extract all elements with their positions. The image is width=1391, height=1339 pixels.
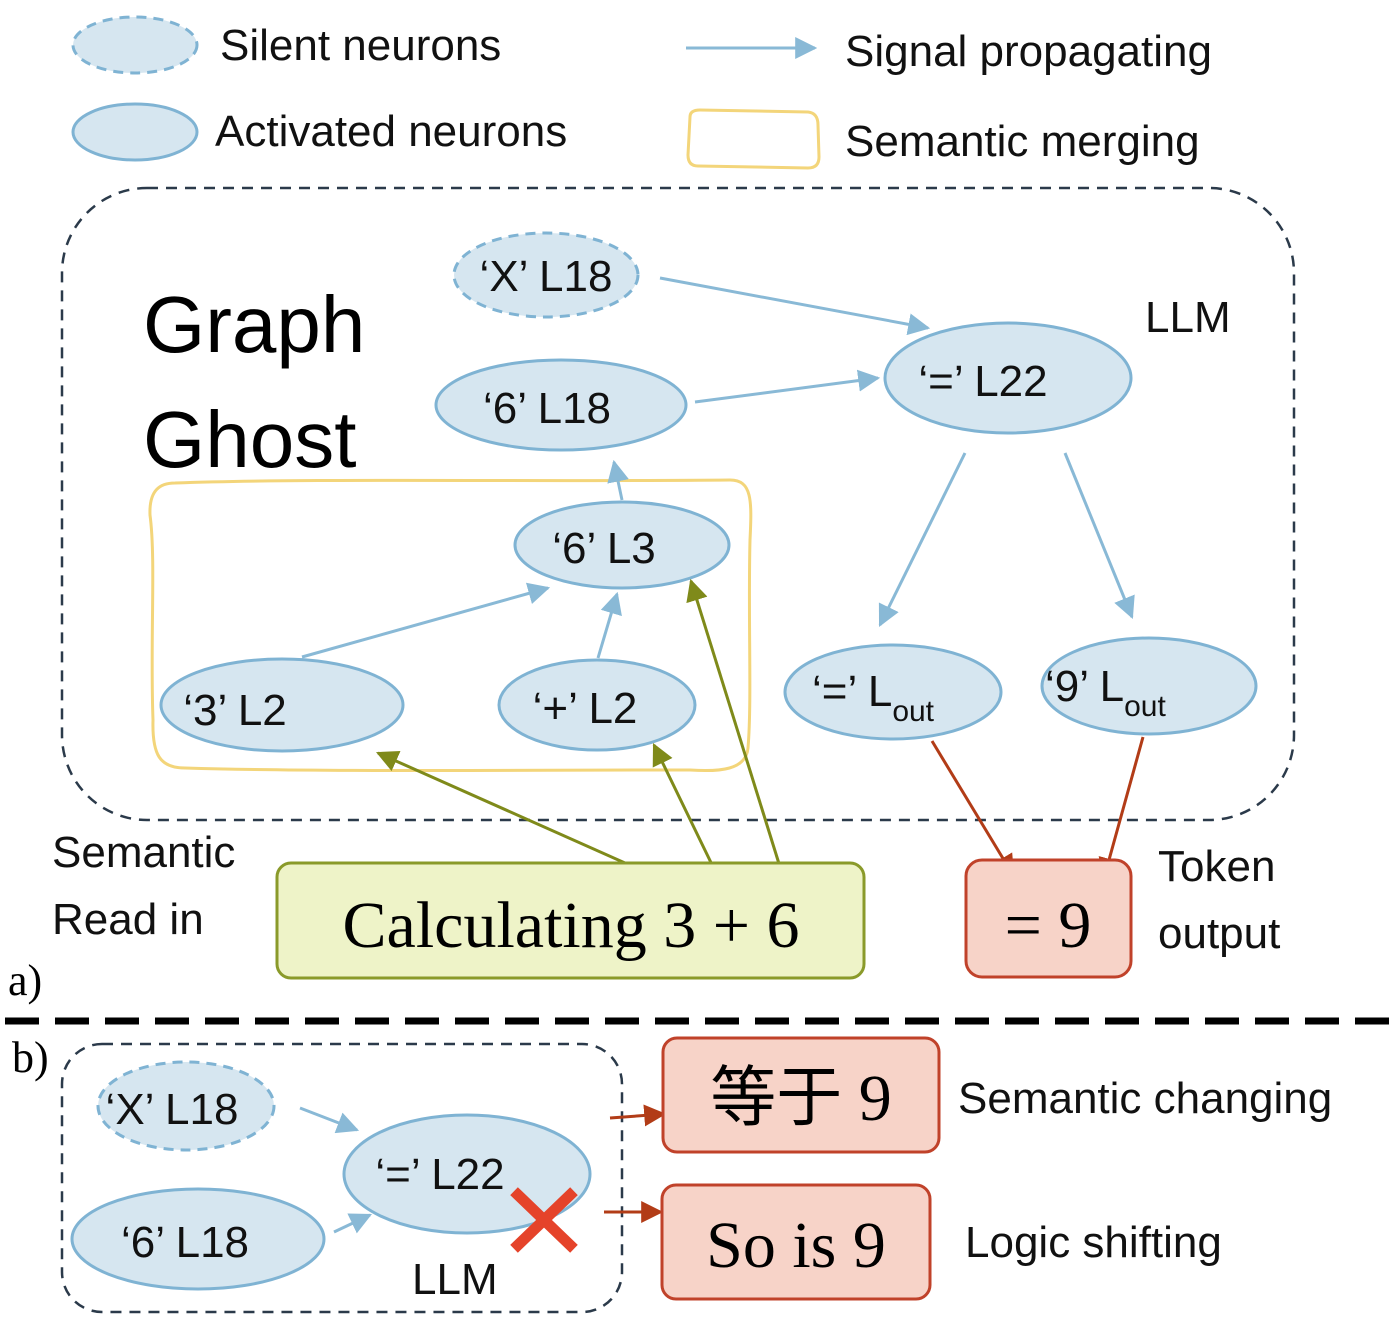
graph-ghost-title-2: Ghost	[143, 395, 356, 484]
input-box-text: Calculating 3 + 6	[343, 889, 800, 962]
legend-activated-label: Activated neurons	[215, 107, 567, 156]
node-9-lout-main: ‘9’ L	[1045, 662, 1124, 711]
read-arrow-to-6l3	[686, 578, 787, 884]
node-x-l18: ‘X’ L18	[452, 231, 640, 319]
semantic-read-in-line1: Semantic	[52, 828, 235, 877]
node-b-eq-l22-label: ‘=’ L22	[375, 1150, 504, 1199]
llm-label: LLM	[1145, 293, 1231, 342]
panel-a: Graph Ghost LLM ‘X’ L18 ‘6’ L18 ‘=’ L22 …	[8, 186, 1296, 1005]
node-9-lout: ‘9’ Lout	[1040, 636, 1258, 736]
signal-arrow-x-to-eq	[659, 276, 931, 336]
panel-a-label: a)	[8, 956, 42, 1005]
node-3-l2-label: ‘3’ L2	[183, 686, 287, 735]
node-9-lout-label: ‘9’ Lout	[1045, 662, 1166, 723]
semantic-merging-outline	[148, 478, 753, 773]
signal-arrow-b-x	[299, 1106, 360, 1134]
output-box-b-2-text: So is 9	[706, 1209, 886, 1282]
node-6-l18: ‘6’ L18	[434, 358, 688, 452]
logic-shifting-caption: Logic shifting	[965, 1218, 1222, 1267]
legend-silent-swatch	[71, 15, 199, 75]
legend: Silent neurons Activated neurons Signal …	[71, 15, 1212, 170]
node-b-x-l18-label: ‘X’ L18	[106, 1085, 239, 1134]
panel-b: b) ‘X’ L18 ‘6’ L18 ‘=’ L22 LLM 等于 9 Sema…	[12, 1033, 1332, 1314]
signal-arrow-6l18-to-eq	[694, 369, 881, 404]
cross-icon	[510, 1187, 578, 1253]
legend-merging-swatch	[686, 108, 821, 170]
output-box: = 9	[964, 858, 1133, 979]
input-box: Calculating 3 + 6	[275, 861, 866, 980]
token-output-line1: Token	[1158, 842, 1275, 891]
semantic-changing-caption: Semantic changing	[958, 1074, 1332, 1123]
node-b-x-l18: ‘X’ L18	[96, 1060, 276, 1152]
output-arrow-from-eq-lout	[930, 740, 1015, 877]
token-output-line2: output	[1158, 909, 1280, 958]
node-eq-lout-main: ‘=’ L	[812, 667, 892, 716]
signal-arrow-eq-to-9-lout	[1063, 452, 1135, 620]
legend-activated-swatch	[71, 102, 199, 162]
node-eq-l22: ‘=’ L22	[883, 321, 1133, 435]
semantic-read-in-line2: Read in	[52, 895, 204, 944]
node-6-l3: ‘6’ L3	[513, 500, 731, 590]
legend-silent-label: Silent neurons	[220, 21, 501, 70]
signal-arrow-eq-to-eq-lout	[878, 452, 967, 627]
signal-arrow-b-6	[333, 1213, 372, 1234]
output-box-text: = 9	[1005, 889, 1092, 962]
output-box-b-1-text: 等于 9	[710, 1062, 892, 1135]
legend-signal-label: Signal propagating	[845, 27, 1212, 76]
output-box-b-2: So is 9	[660, 1183, 932, 1301]
llm-container	[60, 186, 1296, 822]
node-eq-lout-label: ‘=’ Lout	[812, 667, 935, 728]
node-plus-l2-label: ‘+’ L2	[533, 684, 638, 733]
legend-merging-label: Semantic merging	[845, 117, 1200, 166]
signal-arrow-plus-to-6l3	[596, 591, 622, 659]
graph-ghost-title-1: Graph	[143, 280, 365, 369]
signal-arrow-3l2-to-6l3	[301, 582, 551, 659]
llm-label-b: LLM	[412, 1255, 498, 1304]
node-b-6-l18-label: ‘6’ L18	[121, 1218, 249, 1267]
node-6-l3-label: ‘6’ L3	[552, 524, 656, 573]
read-arrow-to-plus	[652, 743, 719, 876]
node-eq-lout-sub: out	[892, 695, 934, 728]
node-plus-l2: ‘+’ L2	[497, 658, 697, 752]
node-9-lout-sub: out	[1124, 690, 1166, 723]
output-box-b-1: 等于 9	[661, 1036, 941, 1154]
output-arrow-b-1	[609, 1104, 667, 1127]
signal-arrow-6l3-to-6l18	[607, 459, 629, 501]
node-x-l18-label: ‘X’ L18	[480, 252, 613, 301]
node-eq-l22-label: ‘=’ L22	[918, 357, 1047, 406]
node-b-6-l18: ‘6’ L18	[70, 1187, 326, 1291]
node-eq-lout: ‘=’ Lout	[783, 643, 1003, 741]
panel-b-label: b)	[12, 1033, 49, 1082]
node-6-l18-label: ‘6’ L18	[483, 384, 611, 433]
output-arrow-from-9-lout	[1098, 736, 1145, 881]
node-3-l2: ‘3’ L2	[159, 657, 405, 753]
read-arrow-to-3l2	[375, 751, 653, 877]
llm-container-b	[60, 1042, 624, 1314]
